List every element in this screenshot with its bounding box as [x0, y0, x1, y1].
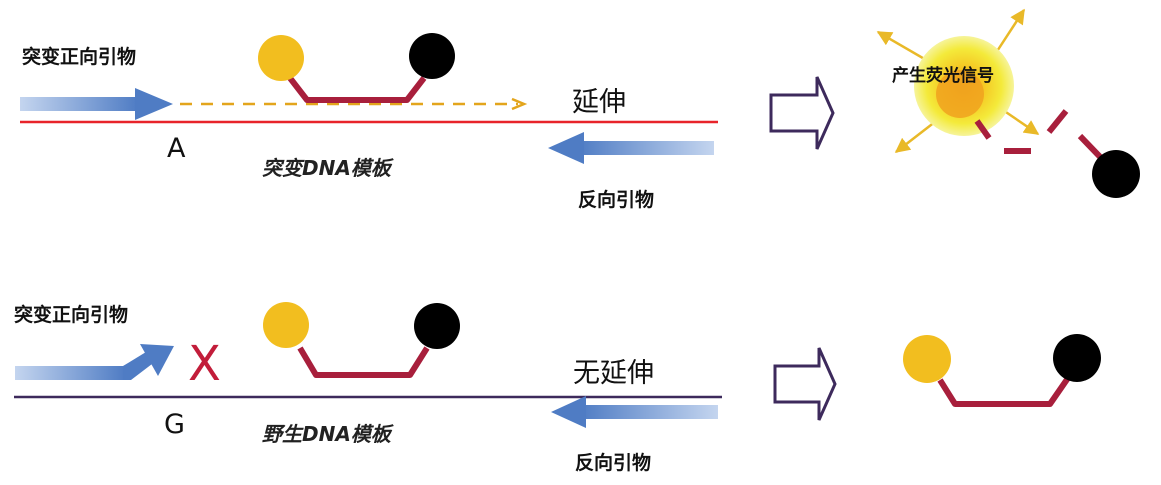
bottom-template-label: 野生DNA模板 [262, 422, 394, 446]
top-panel: 突变正向引物 延伸 A 突变DNA模板 反向引物 [20, 8, 1140, 211]
bottom-no-extension-label: 无延伸 [573, 358, 654, 389]
top-reporter-dye-icon [258, 35, 304, 81]
top-quencher-icon [409, 33, 455, 79]
bottom-reporter-dye-icon [263, 302, 309, 348]
top-forward-primer-label: 突变正向引物 [22, 45, 136, 68]
top-forward-primer-arrow [20, 88, 173, 120]
released-reporter-dye-icon [936, 70, 984, 118]
bottom-result-arrow-icon [773, 347, 837, 421]
bottom-quencher-icon [414, 303, 460, 349]
top-template-label: 突变DNA模板 [262, 156, 394, 180]
bottom-probe [263, 302, 460, 378]
top-base-label: A [167, 133, 186, 164]
released-quencher-icon [1092, 150, 1140, 198]
top-reverse-primer-arrow [548, 132, 714, 164]
bottom-reverse-primer-arrow [551, 396, 718, 428]
bottom-intact-probe-result [903, 334, 1101, 407]
result-quencher-icon [1053, 334, 1101, 382]
bottom-forward-primer-arrow [15, 344, 174, 380]
bottom-forward-primer-label: 突变正向引物 [14, 303, 128, 326]
top-extension-label: 延伸 [572, 87, 626, 118]
bottom-reverse-primer-label: 反向引物 [575, 451, 651, 474]
top-result-arrow-icon [769, 76, 835, 150]
bottom-panel: 突变正向引物 X 无延伸 G 野生DNA模板 反向引物 [14, 302, 1101, 474]
bottom-base-label: G [164, 409, 185, 440]
top-fluorescence-result: 产生荧光信号 [876, 8, 1140, 198]
result-reporter-dye-icon [903, 335, 951, 383]
top-extension-arrowhead-icon [511, 97, 528, 111]
top-probe [258, 33, 455, 103]
fluorescence-signal-label: 产生荧光信号 [892, 65, 994, 86]
mismatch-x-icon: X [188, 336, 221, 392]
top-reverse-primer-label: 反向引物 [578, 188, 654, 211]
